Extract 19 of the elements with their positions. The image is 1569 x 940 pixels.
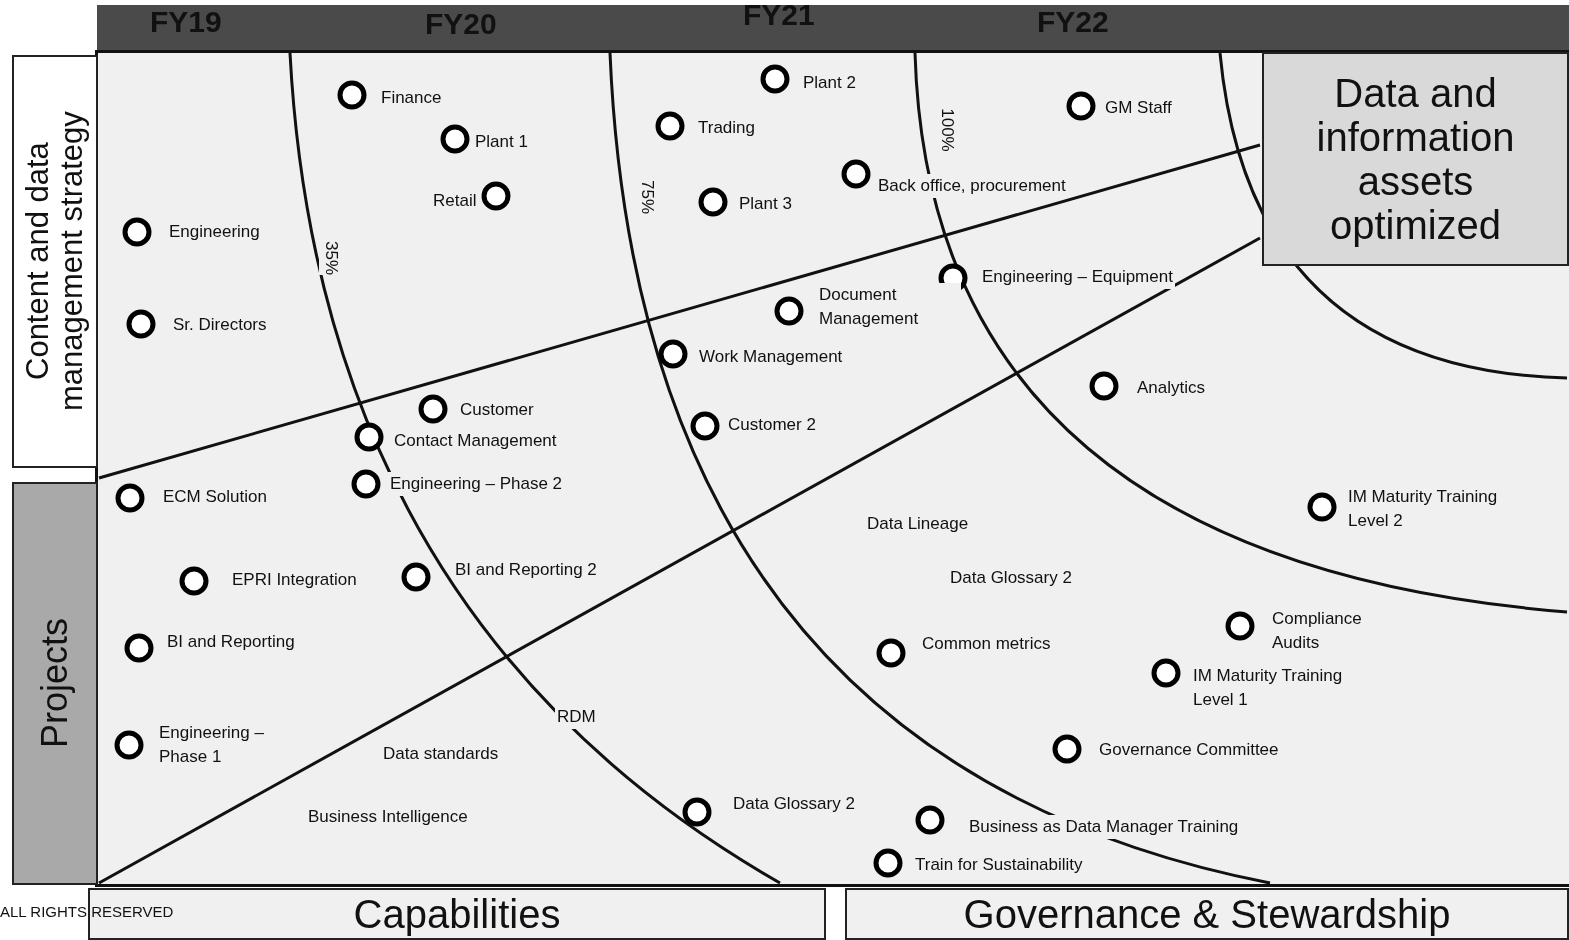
panel-title: Projects [35,618,75,749]
category-panel [12,482,98,885]
category-panel [1262,52,1569,266]
item-label: Business as Data Manager Training [967,815,1241,839]
item-label: Engineering – Phase 2 [388,472,565,496]
fiscal-year-label: FY22 [1037,10,1109,34]
item-label: Back office, procurement [876,174,1068,198]
fiscal-year-label: FY20 [425,12,497,36]
fiscal-year-label: FY21 [743,3,815,27]
category-panel [845,888,1569,940]
item-label: RDM [555,705,598,729]
footer-note: ALL RIGHTS RESERVED [0,902,174,922]
category-panel [12,55,98,468]
fiscal-year-label: FY19 [150,10,222,34]
panel-title: Content and data management strategy [20,110,90,414]
panel-title: Governance & Stewardship [963,892,1451,936]
panel-title: Capabilities [353,892,561,936]
panel-title: Data and information assets optimized [1315,71,1516,247]
category-panel [88,888,826,940]
